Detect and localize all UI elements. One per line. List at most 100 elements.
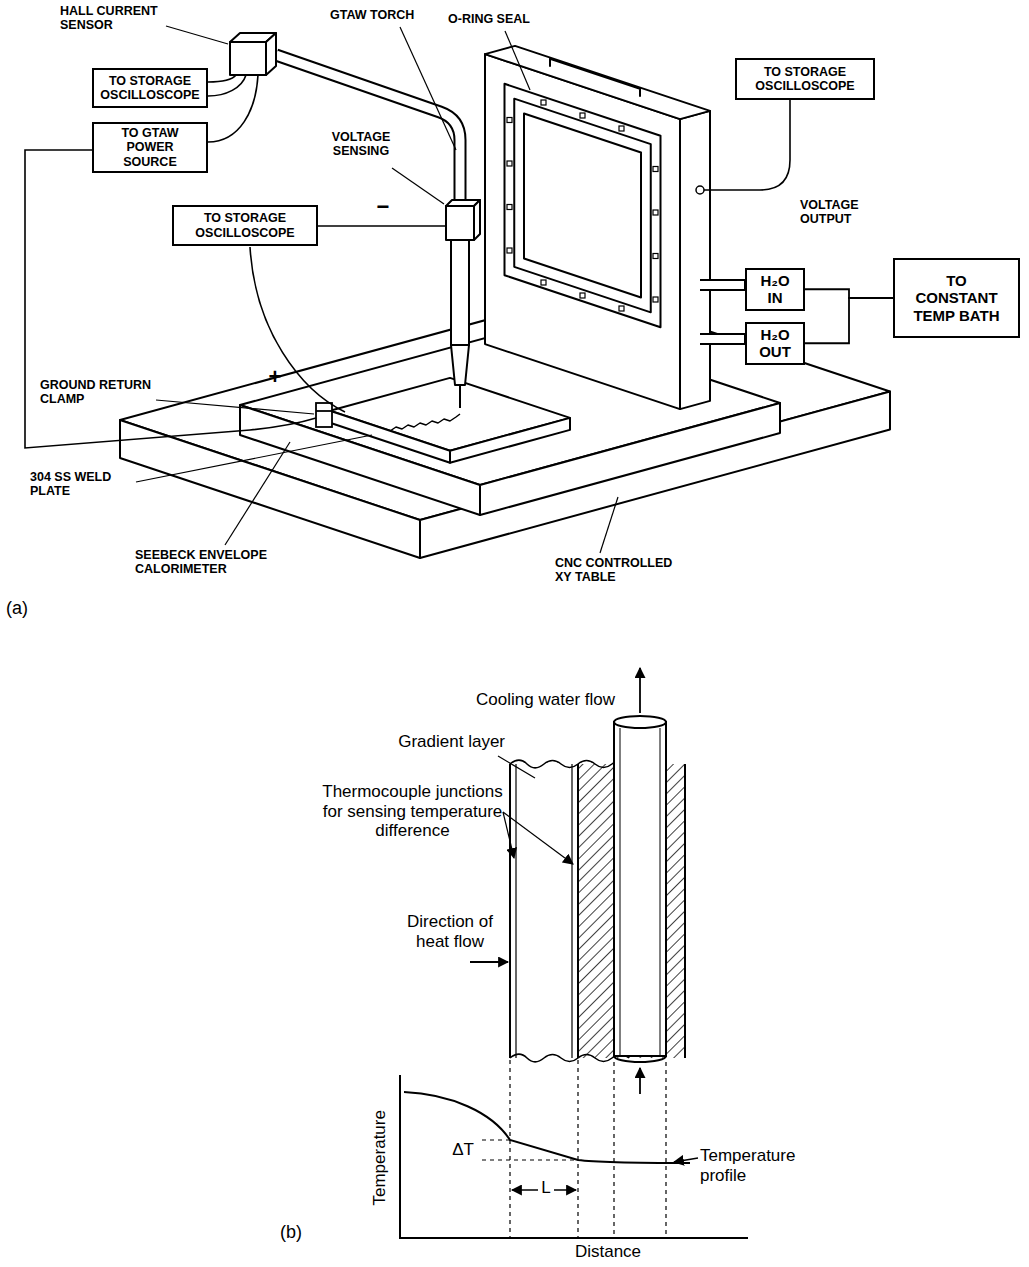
temperature-plot	[509, 1060, 510, 1238]
gradient-wall	[577, 764, 579, 1058]
torch	[451, 240, 469, 345]
weld-plate	[390, 414, 460, 431]
seal-bolts	[653, 167, 658, 172]
cooling-pipe	[620, 728, 621, 1056]
leader-lines	[136, 26, 618, 553]
gradient-wall	[684, 764, 686, 1058]
temperature-plot	[482, 1139, 510, 1140]
flow-arrows	[470, 961, 508, 963]
part-label: VOLTAGE SENSING	[318, 130, 404, 159]
part-label: 304 SS WELD PLATE	[30, 470, 132, 499]
seal-bolts	[507, 248, 512, 253]
hall-sensor	[266, 33, 276, 75]
connector-line	[805, 298, 893, 343]
box-label: H₂O IN	[752, 272, 798, 307]
seal-bolts	[580, 293, 585, 298]
destination-box: TO STORAGE OSCILLOSCOPE	[735, 58, 875, 100]
sealed-enclosure	[524, 114, 641, 298]
seal-bolts	[653, 297, 658, 302]
part-label: CNC CONTROLLED XY TABLE	[555, 556, 673, 585]
seal-bolts	[507, 118, 512, 123]
torch	[446, 206, 474, 240]
signal-wires	[250, 247, 345, 412]
sealed-enclosure	[505, 84, 661, 327]
weld-plate	[330, 378, 570, 463]
temperature-plot	[400, 1060, 748, 1238]
ground-clamp	[316, 410, 332, 412]
part-label: VOLTAGE OUTPUT	[800, 198, 890, 227]
seal-bolts	[541, 280, 546, 285]
destination-box: TO CONSTANT TEMP BATH	[893, 258, 1020, 338]
box-label: TO STORAGE OSCILLOSCOPE	[741, 65, 869, 94]
flow-label: Cooling water flow	[395, 690, 615, 710]
temperature-plot	[400, 1075, 748, 1238]
connector-line	[805, 289, 893, 298]
leader-lines	[505, 31, 530, 90]
gradient-wall	[509, 764, 511, 1058]
box-label: TO STORAGE OSCILLOSCOPE	[98, 74, 202, 103]
signal-wires	[318, 225, 446, 227]
temperature-plot	[577, 1060, 578, 1238]
axis-label: Temperature	[370, 1110, 390, 1205]
hall-sensor	[230, 42, 266, 75]
seal-bolts	[580, 113, 585, 118]
sealed-enclosure	[680, 111, 710, 409]
leader-lines	[392, 168, 444, 204]
curve-label: Temperature profile	[700, 1146, 815, 1185]
part-label: GROUND RETURN CLAMP	[40, 378, 152, 407]
panel-label: (b)	[280, 1222, 320, 1243]
flow-arrows	[470, 668, 640, 1094]
temperature-plot	[613, 1062, 614, 1238]
torch	[451, 345, 469, 385]
flow-arrows	[503, 812, 573, 864]
temperature-plot	[482, 1159, 578, 1160]
cooling-pipe	[614, 716, 666, 1062]
signal-wires	[208, 75, 246, 96]
box-label: H₂O OUT	[752, 326, 798, 361]
sealed-enclosure	[514, 99, 651, 313]
part-label: HALL CURRENT SENSOR	[60, 4, 170, 33]
enclosure-tubes	[696, 186, 704, 194]
part-label: O-RING SEAL	[448, 12, 543, 26]
leader-lines	[225, 442, 290, 545]
seal-bolts	[653, 210, 658, 215]
dimension-label: L	[538, 1178, 554, 1198]
port-box: H₂O OUT	[745, 322, 805, 365]
gradient-wall	[571, 764, 572, 1058]
flow-label: Direction of heat flow	[395, 912, 505, 951]
ground-clamp	[316, 403, 332, 427]
flow-arrows	[639, 1068, 641, 1094]
weld-plate	[450, 418, 570, 463]
part-label: SEEBECK ENVELOPE CALORIMETER	[135, 548, 275, 577]
signal-wires	[208, 75, 258, 142]
torch	[276, 55, 460, 202]
enclosure-tubes	[704, 100, 790, 190]
destination-box: TO GTAW POWER SOURCE	[92, 122, 208, 173]
dimension-label: ΔT	[446, 1140, 480, 1160]
destination-box: TO STORAGE OSCILLOSCOPE	[92, 68, 208, 108]
box-label: TO STORAGE OSCILLOSCOPE	[178, 211, 312, 240]
temperature-plot	[404, 1092, 690, 1163]
gradient-wall	[510, 1054, 629, 1062]
destination-box: TO STORAGE OSCILLOSCOPE	[172, 205, 318, 246]
box-label: TO CONSTANT TEMP BATH	[913, 272, 1000, 324]
cooling-pipe	[660, 728, 661, 1056]
ground-clamp	[316, 403, 332, 427]
polarity-sign: −	[372, 194, 394, 219]
cooling-pipe	[614, 722, 666, 1056]
torch	[459, 385, 461, 408]
part-label: Gradient layer	[380, 732, 505, 752]
seal-bolts	[619, 306, 624, 311]
cooling-pipe	[614, 1056, 666, 1062]
seal-bolts	[541, 100, 546, 105]
seal-bolts	[507, 100, 658, 311]
torch	[276, 55, 460, 202]
sealed-enclosure	[550, 59, 640, 97]
leader-lines	[166, 26, 228, 44]
signal-wires	[25, 150, 316, 448]
panel-label: (a)	[6, 598, 46, 619]
part-label: GTAW TORCH	[330, 8, 422, 22]
leader-lines	[400, 27, 456, 150]
leader-lines	[156, 400, 314, 414]
